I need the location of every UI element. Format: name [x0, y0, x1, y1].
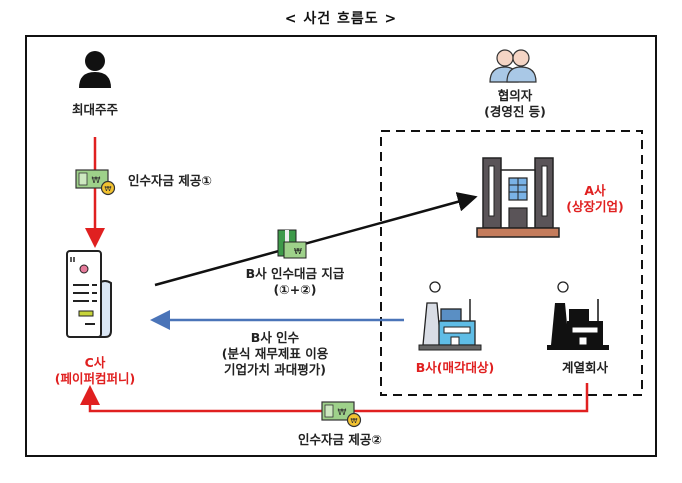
svg-text:₩: ₩	[294, 247, 302, 256]
svg-text:₩: ₩	[92, 176, 101, 186]
affiliate-label: 계열회사	[561, 360, 608, 375]
office-building-icon	[476, 157, 560, 238]
company-c-name: C사	[84, 355, 106, 370]
company-c-desc: (페이퍼컴퍼니)	[54, 371, 136, 386]
conspirators-label: 협의자 (경영진 등)	[465, 88, 565, 120]
diagram-title: < 사건 흐름도 >	[284, 11, 398, 27]
funding2-label: 인수자금 제공②	[298, 432, 382, 447]
company-c-label: C사 (페이퍼컴퍼니)	[45, 355, 145, 387]
money-icon: ₩ ₩	[75, 169, 116, 196]
acquisition-label: B사 인수 (분식 재무제표 이용 기업가치 과대평가)	[200, 330, 350, 378]
acquisition-title: B사 인수	[250, 330, 300, 345]
person-icon	[79, 51, 111, 88]
payment-label: B사 인수대금 지급 (①+②)	[230, 266, 360, 298]
svg-text:₩: ₩	[338, 408, 347, 418]
acquisition-detail-2: 기업가치 과대평가)	[223, 362, 327, 377]
conspirators-name: 협의자	[497, 88, 533, 103]
company-a-label: A사 (상장기업)	[560, 183, 630, 215]
money-bundle-icon: ₩	[277, 229, 307, 259]
company-a-name: A사	[584, 183, 606, 198]
company-a-desc: (상장기업)	[566, 199, 624, 214]
people-icon	[489, 49, 537, 83]
receipt-document-icon	[66, 250, 112, 338]
payment-arrow	[154, 192, 478, 287]
acquisition-detail-1: (분식 재무제표 이용	[221, 346, 329, 361]
conspirators-detail: (경영진 등)	[484, 104, 546, 119]
svg-text:₩: ₩	[105, 185, 112, 193]
major-shareholder-label: 최대주주	[71, 102, 118, 117]
funding1-label: 인수자금 제공①	[128, 173, 212, 188]
svg-text:₩: ₩	[351, 417, 358, 425]
payment-title: B사 인수대금 지급	[245, 266, 345, 281]
diagram-frame	[25, 35, 657, 457]
money-icon: ₩ ₩	[321, 401, 362, 428]
company-group-box	[380, 130, 643, 396]
factory-icon	[418, 281, 482, 351]
payment-detail: (①+②)	[273, 282, 317, 297]
company-b-label: B사(매각대상)	[415, 360, 495, 375]
factory-icon	[547, 281, 609, 350]
